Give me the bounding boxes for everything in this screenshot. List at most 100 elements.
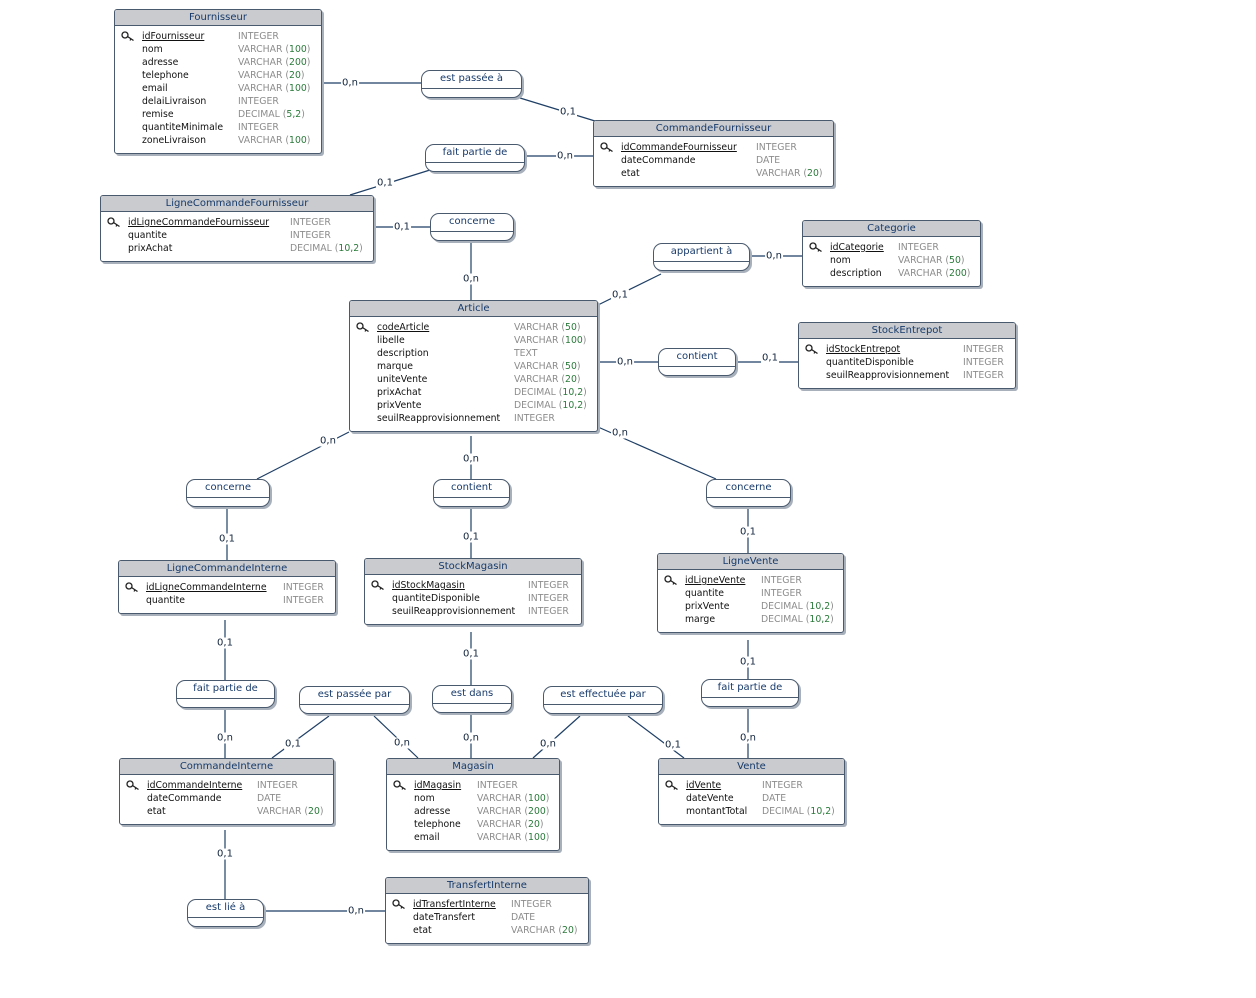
type-name: VARCHAR: [514, 322, 559, 333]
association-appartientA[interactable]: appartient à: [653, 243, 750, 271]
type-size: 10,2: [809, 601, 831, 612]
attribute-type: VARCHAR (200): [477, 806, 550, 817]
association-label: contient: [659, 349, 735, 367]
key-icon: [356, 322, 369, 333]
attribute-type: INTEGER: [238, 121, 279, 134]
type-name: VARCHAR: [477, 832, 522, 843]
type-name: VARCHAR: [238, 44, 283, 55]
entity-title: LigneVente: [658, 554, 843, 570]
association-label: fait partie de: [177, 681, 274, 699]
attribute-type: VARCHAR (50): [514, 322, 581, 333]
attribute-type: DATE: [756, 154, 780, 167]
type-name: INTEGER: [963, 344, 1004, 355]
cardinality-label: 0,n: [539, 738, 557, 750]
type-name: DECIMAL: [290, 243, 332, 254]
attribute-type: INTEGER: [238, 95, 279, 108]
type-size: 100: [289, 83, 307, 94]
association-faitPartieDeCI[interactable]: fait partie de: [176, 680, 275, 708]
cardinality-label: 0,n: [462, 732, 480, 744]
attribute-type: INTEGER: [762, 779, 803, 792]
type-name: VARCHAR: [756, 168, 801, 179]
type-name: INTEGER: [761, 575, 802, 586]
cardinality-label: 0,n: [347, 905, 365, 917]
attribute-type: INTEGER: [528, 579, 569, 592]
entity-title: Categorie: [803, 221, 980, 237]
association-concerneLCF[interactable]: concerne: [430, 213, 514, 241]
association-estEffectueePar[interactable]: est effectuée par: [543, 686, 663, 714]
attribute-name: montantTotal: [686, 806, 748, 817]
association-contientSE[interactable]: contient: [658, 348, 736, 376]
type-name: DECIMAL: [514, 400, 556, 411]
attribute-name: dateTransfert: [413, 912, 475, 923]
cardinality-label: 0,1: [393, 221, 411, 233]
attribute-name: zoneLivraison: [142, 135, 206, 146]
type-size: 50: [565, 322, 577, 333]
type-size: 5,2: [286, 109, 302, 120]
association-label: concerne: [431, 214, 513, 232]
attribute-type: DATE: [257, 792, 281, 805]
cardinality-label: 0,1: [218, 533, 236, 545]
attribute-name: email: [414, 832, 440, 843]
association-estLieA[interactable]: est lié à: [187, 899, 264, 927]
association-faitPartieDeCF[interactable]: fait partie de: [425, 144, 525, 172]
association-concerneLV[interactable]: concerne: [706, 479, 791, 507]
cardinality-label: 0,1: [462, 648, 480, 660]
association-label: concerne: [187, 480, 269, 498]
type-name: DECIMAL: [762, 806, 804, 817]
association-contientSM[interactable]: contient: [433, 479, 510, 507]
attribute-type: INTEGER: [761, 574, 802, 587]
attribute-type: VARCHAR (100): [514, 335, 587, 346]
association-faitPartieDeV[interactable]: fait partie de: [701, 679, 799, 707]
attribute-type: INTEGER: [477, 779, 518, 792]
association-concerneLCI[interactable]: concerne: [186, 479, 270, 507]
attribute-type: VARCHAR (20): [257, 806, 324, 817]
type-name: VARCHAR: [898, 255, 943, 266]
type-size: 200: [949, 268, 967, 279]
cardinality-label: 0,1: [216, 848, 234, 860]
association-estPasseeA[interactable]: est passée à: [421, 70, 522, 98]
association-estDans[interactable]: est dans: [432, 685, 512, 713]
type-name: INTEGER: [283, 582, 324, 593]
attribute-name: description: [377, 348, 429, 359]
type-size: 20: [565, 374, 577, 385]
association-estPasseePar[interactable]: est passée par: [299, 686, 410, 714]
type-name: INTEGER: [290, 230, 331, 241]
cardinality-label: 0,n: [319, 435, 337, 447]
cardinality-label: 0,1: [216, 637, 234, 649]
attribute-type: INTEGER: [528, 605, 569, 618]
key-icon: [664, 575, 677, 586]
type-size: 50: [565, 361, 577, 372]
attribute-name: quantite: [685, 588, 724, 599]
type-size: 20: [562, 925, 574, 936]
